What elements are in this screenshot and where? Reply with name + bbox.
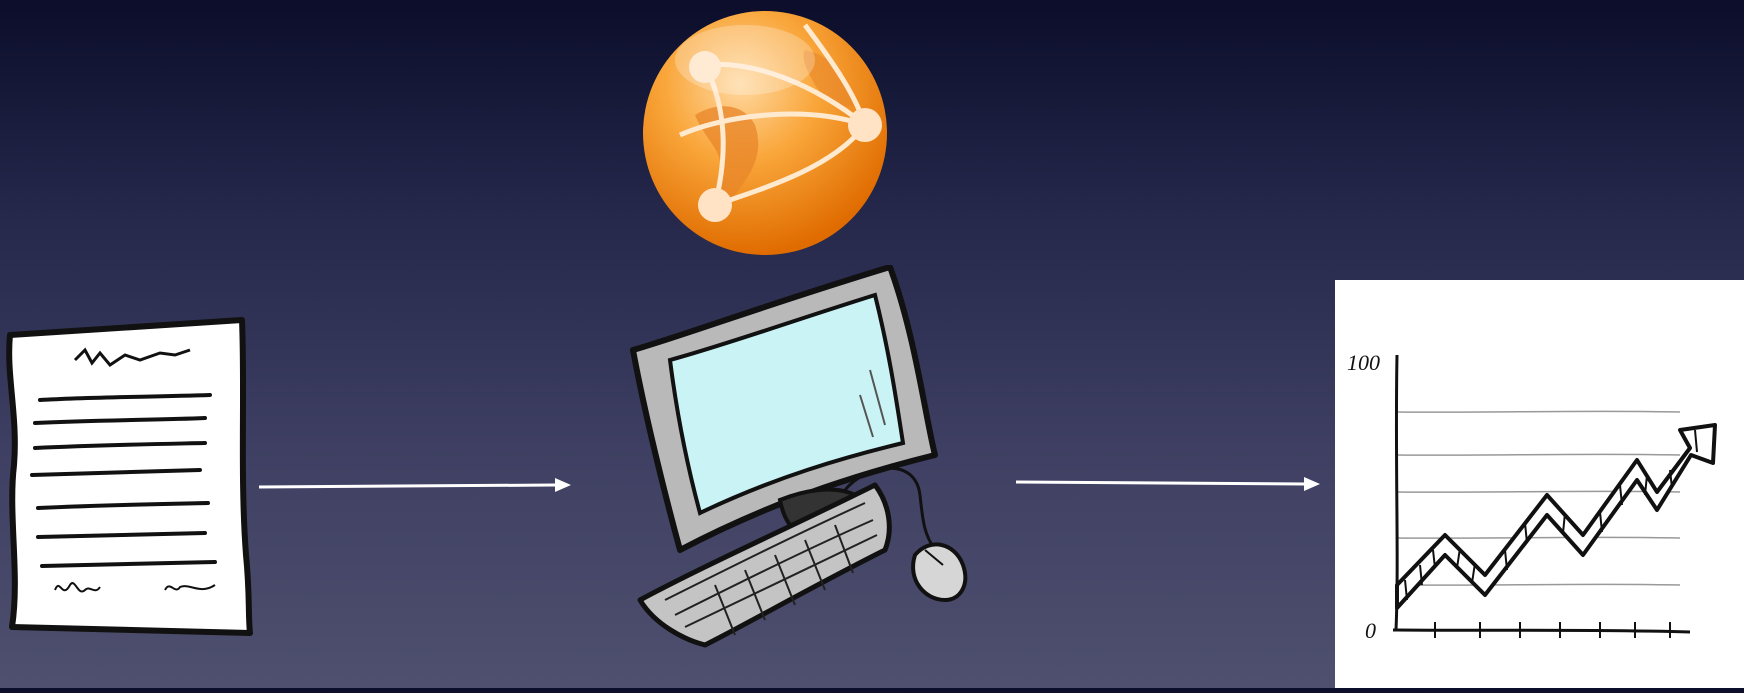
chart-y-max-label: 100 xyxy=(1347,350,1380,375)
arrow-document-to-computer xyxy=(255,470,575,500)
globe-icon xyxy=(635,5,895,260)
document-icon xyxy=(0,315,265,645)
chart-y-min-label: 0 xyxy=(1365,618,1376,643)
chart-icon: 100 0 xyxy=(1335,280,1744,688)
mouse-icon xyxy=(913,544,965,600)
arrow-computer-to-chart xyxy=(1012,470,1322,500)
